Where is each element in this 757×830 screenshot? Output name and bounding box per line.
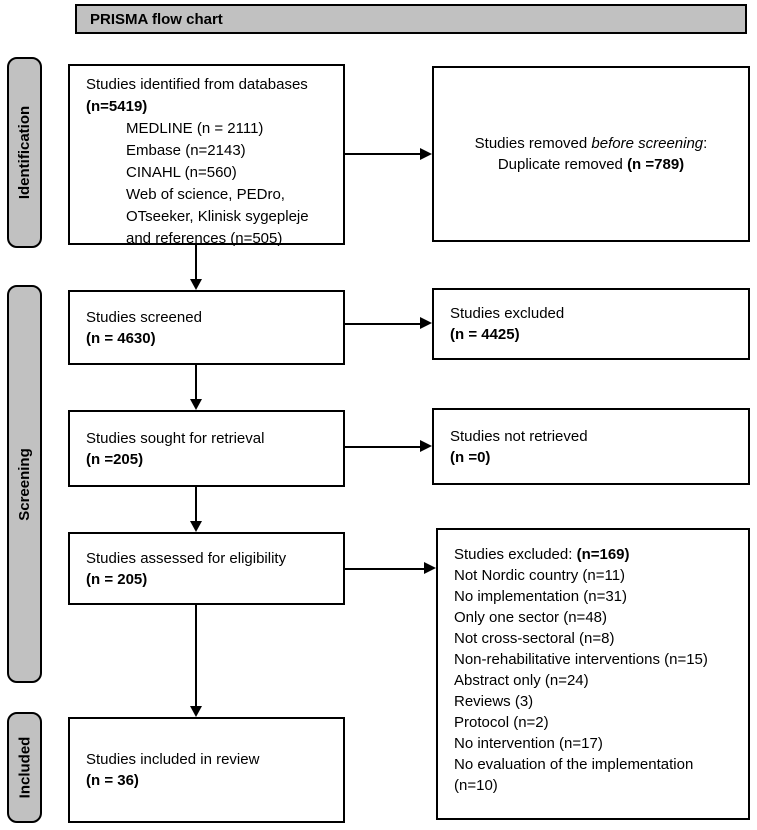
arrow-assessed-to-excluded-eligibility	[345, 568, 426, 570]
included-count: (n = 36)	[86, 772, 139, 789]
stage-label-screening: Screening	[7, 285, 42, 683]
box-studies-included: Studies included in review (n = 36)	[68, 717, 345, 823]
box-studies-removed: Studies removed before screening: Duplic…	[432, 66, 750, 242]
excluded-eligibility-header-pre: Studies excluded:	[454, 546, 577, 563]
stage-label-identification: Identification	[7, 57, 42, 248]
excluded-screening-count: (n = 4425)	[450, 326, 520, 343]
included-line1: Studies included in review	[86, 751, 260, 768]
identified-source: and references (n=505)	[126, 230, 283, 247]
excluded-eligibility-header: Studies excluded: (n=169)	[454, 544, 738, 565]
chart-title-bar: PRISMA flow chart	[75, 4, 747, 34]
stage-label-included: Included	[7, 712, 42, 823]
arrowhead-right-icon	[424, 562, 436, 574]
excluded-eligibility-count: (n=169)	[576, 546, 630, 563]
box-studies-assessed: Studies assessed for eligibility (n = 20…	[68, 532, 345, 605]
not-retrieved-count: (n =0)	[450, 448, 491, 466]
identified-source: Embase (n=2143)	[126, 142, 246, 159]
arrowhead-right-icon	[420, 317, 432, 329]
exclusion-reason: Not Nordic country (n=11)	[454, 567, 626, 584]
exclusion-reason: No intervention (n=17)	[454, 735, 603, 752]
removed-line1-italic: before screening	[591, 135, 704, 152]
assessed-count: (n = 205)	[86, 570, 148, 588]
exclusion-reason: No implementation (n=31)	[454, 588, 628, 605]
identified-source: OTseeker, Klinisk sygepleje	[126, 208, 309, 225]
arrow-identified-to-screened	[195, 245, 197, 281]
excluded-screening-line1: Studies excluded	[450, 305, 565, 322]
arrowhead-down-icon	[190, 399, 202, 410]
arrowhead-down-icon	[190, 706, 202, 717]
box-studies-sought: Studies sought for retrieval (n =205)	[68, 410, 345, 487]
arrow-sought-to-assessed	[195, 487, 197, 523]
removed-line2-pre: Duplicate removed	[497, 156, 628, 173]
identified-count: (n=5419)	[86, 98, 148, 115]
identified-line1: Studies identified from databases	[86, 76, 308, 93]
removed-line1-post: :	[703, 135, 708, 152]
stage-screening-text: Screening	[16, 447, 33, 521]
box-studies-screened: Studies screened (n = 4630)	[68, 290, 345, 365]
identified-source: Web of science, PEDro,	[126, 186, 285, 203]
sought-count: (n =205)	[86, 450, 144, 468]
arrow-identified-to-removed	[345, 153, 422, 155]
exclusion-reason: No evaluation of the implementation (n=1…	[454, 756, 694, 794]
arrowhead-right-icon	[420, 148, 432, 160]
exclusion-reason: Only one sector (n=48)	[454, 609, 607, 626]
exclusion-reason: Abstract only (n=24)	[454, 672, 589, 689]
sought-line1: Studies sought for retrieval	[86, 429, 265, 447]
stage-identification-text: Identification	[16, 105, 33, 200]
exclusion-reason: Not cross-sectoral (n=8)	[454, 630, 615, 647]
identified-source: MEDLINE (n = 2111)	[126, 120, 264, 137]
screened-line1: Studies screened	[86, 308, 202, 326]
arrow-assessed-to-included	[195, 605, 197, 708]
box-studies-excluded-eligibility: Studies excluded: (n=169) Not Nordic cou…	[436, 528, 750, 820]
chart-title: PRISMA flow chart	[90, 10, 223, 28]
removed-line1-pre: Studies removed	[474, 135, 592, 152]
stage-included-text: Included	[16, 736, 34, 799]
arrowhead-down-icon	[190, 521, 202, 532]
exclusion-reason: Protocol (n=2)	[454, 714, 549, 731]
screened-count: (n = 4630)	[86, 329, 156, 347]
arrowhead-right-icon	[420, 440, 432, 452]
removed-line1: Studies removed before screening:	[444, 133, 738, 154]
arrow-screened-to-sought	[195, 365, 197, 401]
arrow-screened-to-excluded	[345, 323, 422, 325]
box-studies-identified: Studies identified from databases (n=541…	[68, 64, 345, 247]
not-retrieved-line1: Studies not retrieved	[450, 427, 588, 445]
box-studies-not-retrieved: Studies not retrieved (n =0)	[432, 408, 750, 485]
arrow-sought-to-not-retrieved	[345, 446, 422, 448]
arrowhead-down-icon	[190, 279, 202, 290]
identified-source: CINAHL (n=560)	[126, 164, 237, 181]
exclusion-reason: Non-rehabilitative interventions (n=15)	[454, 651, 708, 668]
assessed-line1: Studies assessed for eligibility	[86, 549, 287, 567]
removed-count: (n =789)	[627, 156, 685, 173]
removed-line2: Duplicate removed (n =789)	[444, 154, 738, 175]
exclusion-reason: Reviews (3)	[454, 693, 534, 710]
box-studies-excluded-screening: Studies excluded (n = 4425)	[432, 288, 750, 360]
